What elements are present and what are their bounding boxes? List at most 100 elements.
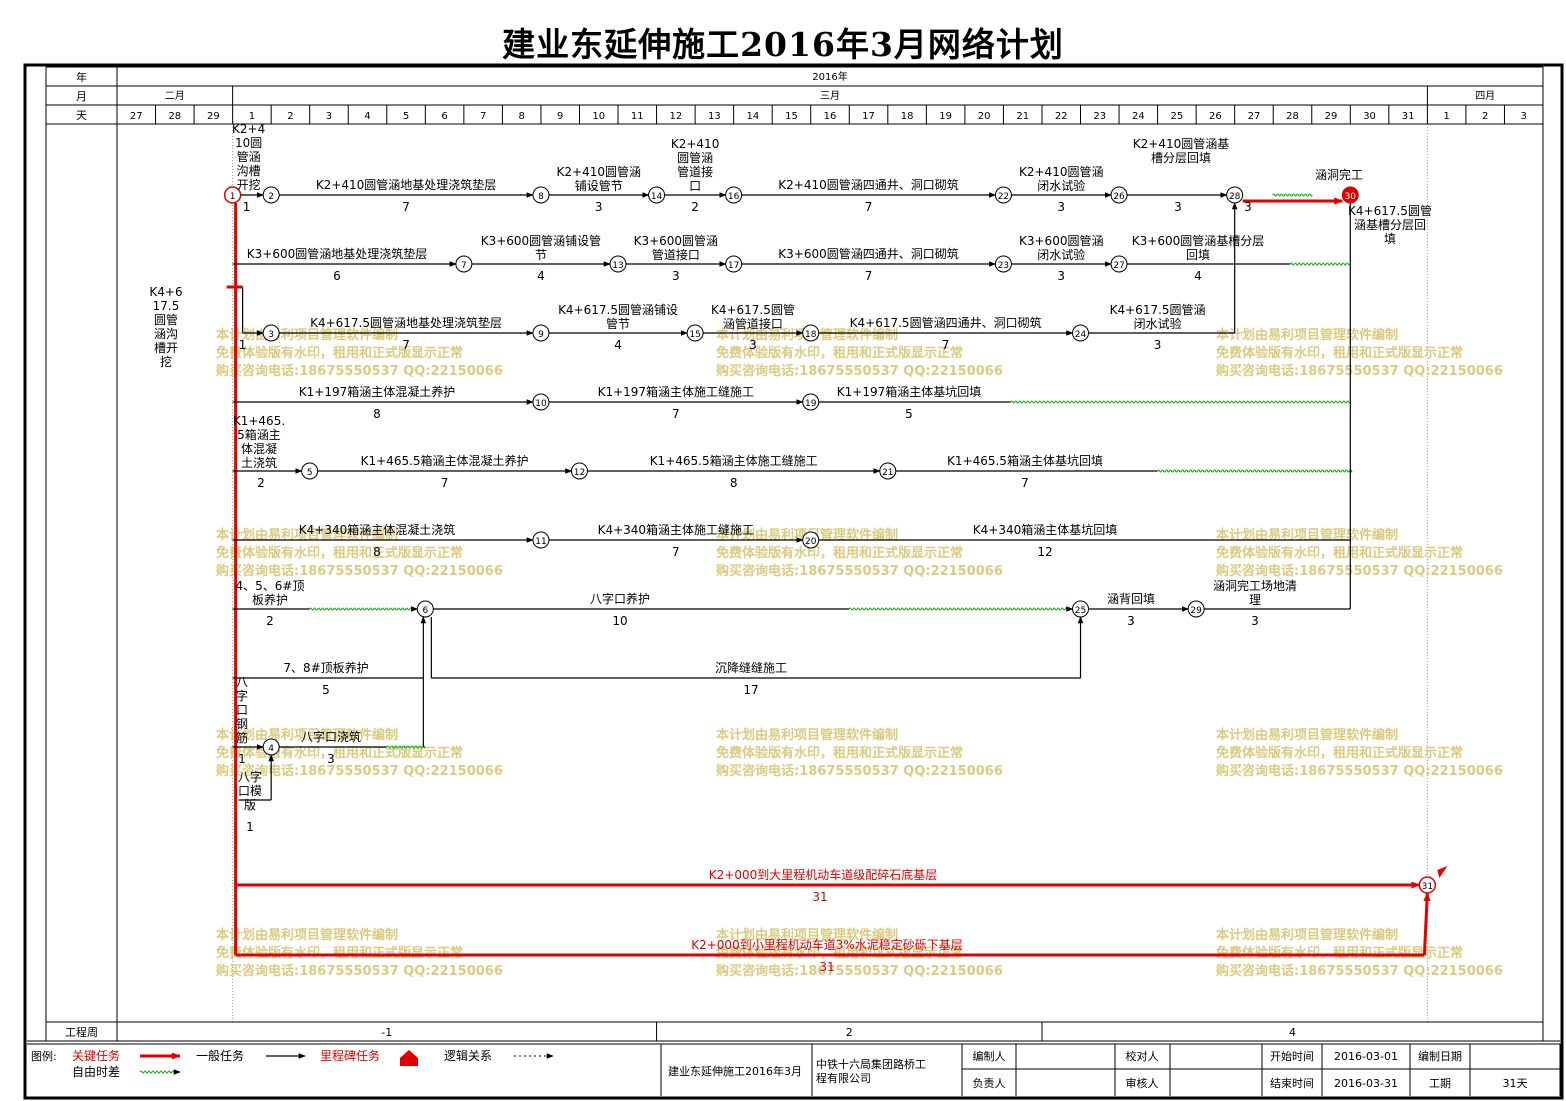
watermark-text: 购买咨询电话:18675550537 QQ:22150066: [716, 563, 1003, 579]
task-node: [802, 324, 820, 342]
watermark-text: 本计划由易利项目管理软件编制: [216, 527, 398, 543]
page-title: 建业东延伸施工2016年3月网络计划: [502, 25, 1064, 64]
task-label: K3+600圆管涵铺设管: [481, 233, 601, 248]
node-id: 11: [535, 537, 546, 547]
node-id: 15: [689, 330, 700, 340]
task-label: K1+465.5箱涵主体施工缝施工: [650, 453, 818, 468]
task-label: K4+617.5圆管涵地基处理浇筑垫层: [310, 315, 502, 330]
task-label: K4+340箱涵主体基坑回填: [973, 522, 1117, 537]
task-label: K1+465.5箱涵主体基坑回填: [947, 453, 1103, 468]
header-day: 14: [747, 111, 760, 122]
task-node: [262, 186, 280, 204]
task-label: 沉降缝缝施工: [715, 660, 787, 675]
header-day: 1: [1443, 111, 1449, 122]
task-duration: 31: [812, 890, 827, 904]
task-label: 7、8#顶板养护: [283, 660, 368, 675]
legend-milestone: 里程碑任务: [320, 1048, 380, 1063]
free-float-line: [848, 607, 1069, 611]
info-start-label: 开始时间: [1270, 1049, 1314, 1063]
header-day: 4: [364, 111, 370, 122]
header-day: 12: [669, 111, 682, 122]
task-duration: 3: [1154, 338, 1162, 352]
node-id: 20: [805, 537, 817, 547]
header-day: 29: [207, 111, 220, 122]
node-id: 3: [268, 330, 274, 340]
task-label: 字: [236, 688, 248, 703]
free-float-line: [1157, 469, 1353, 473]
watermark-text: 购买咨询电话:18675550537 QQ:22150066: [716, 363, 1003, 379]
task-label: 闭水试验: [1134, 316, 1182, 331]
task-duration: 17: [743, 683, 758, 697]
watermark-text: 免费体验版有水印，租用和正式版显示正常: [1216, 945, 1463, 961]
task-label: K2+410圆管涵地基处理浇筑垫层: [316, 177, 496, 192]
node-id: 30: [1345, 192, 1357, 202]
watermark-text: 免费体验版有水印，租用和正式版显示正常: [716, 345, 963, 361]
header-day: 27: [130, 111, 143, 122]
task-duration: 3: [1251, 614, 1259, 628]
task-duration: 3: [749, 338, 757, 352]
task-node: [609, 255, 627, 273]
task-label: 土浇筑: [241, 455, 277, 470]
task-label: K2+410圆管涵基: [1133, 136, 1229, 151]
task-label: K4+617.5圆管涵铺设: [558, 302, 678, 317]
task-node: [1187, 600, 1205, 618]
watermark-text: 购买咨询电话:18675550537 QQ:22150066: [216, 763, 503, 779]
info-end-label: 结束时间: [1270, 1077, 1314, 1090]
chart-frame: [23, 63, 1564, 1100]
task-duration: 8: [373, 545, 381, 559]
week-label: 工程周: [65, 1026, 98, 1039]
task-duration: 5: [322, 683, 330, 697]
task-label: K2+000到大里程机动车道级配碎石底基层: [709, 867, 937, 882]
node-id: 24: [1075, 330, 1087, 340]
task-label: K1+197箱涵主体施工缝施工: [598, 384, 754, 399]
node-id: 31: [1422, 882, 1433, 892]
task-duration: 3: [1244, 200, 1252, 214]
watermark-text: 本计划由易利项目管理软件编制: [1216, 327, 1398, 343]
milestone-flag: [1437, 866, 1448, 878]
task-duration: 7: [942, 338, 950, 352]
task-label: K3+600圆管涵四通井、洞口砌筑: [778, 246, 958, 261]
task-duration: 7: [402, 338, 410, 352]
outer-border: [23, 63, 1564, 1100]
header-day: 21: [1016, 111, 1029, 122]
info-project: 建业东延伸施工2016年3月: [668, 1064, 802, 1078]
header-day: 25: [1170, 111, 1183, 122]
node-id: 25: [1075, 606, 1086, 616]
free-float-line: [1289, 262, 1351, 266]
header-month: 二月: [165, 90, 185, 102]
task-node: [223, 186, 242, 204]
node-id: 9: [538, 330, 544, 340]
week-number: -1: [381, 1026, 392, 1039]
task-label: 八: [236, 675, 248, 689]
watermark-text: 免费体验版有水印，租用和正式版显示正常: [716, 945, 963, 961]
task-label: K1+465.5箱涵主体混凝土养护: [361, 453, 529, 468]
node-id: 2: [268, 192, 274, 202]
header-month: 四月: [1475, 90, 1495, 102]
legend-logic: 逻辑关系: [444, 1049, 492, 1063]
legend-float-line: [139, 1070, 177, 1074]
header-day: 3: [326, 111, 332, 122]
header-day: 27: [1248, 111, 1261, 122]
free-float-line: [1272, 193, 1313, 197]
task-duration: 1: [246, 820, 254, 834]
header-day: 13: [708, 111, 721, 122]
header-day: 17: [862, 111, 875, 122]
task-node: [262, 738, 280, 756]
task-label: K4+6: [149, 285, 182, 299]
node-id: 14: [651, 192, 663, 202]
task-label: 节: [535, 248, 547, 262]
task-label: 口: [236, 703, 248, 717]
node-id: 19: [805, 399, 817, 409]
watermark-text: 购买咨询电话:18675550537 QQ:22150066: [1216, 563, 1503, 579]
info-duration: 31天: [1503, 1077, 1528, 1090]
watermark-text: 购买咨询电话:18675550537 QQ:22150066: [1216, 363, 1503, 379]
header-day: 24: [1132, 111, 1145, 122]
task-duration: 6: [333, 269, 341, 283]
info-company-2: 程有限公司: [816, 1071, 871, 1085]
critical-line: [1422, 892, 1431, 956]
task-label: 填: [1384, 232, 1396, 246]
header-row-label: 年: [76, 70, 87, 84]
watermark-text: 本计划由易利项目管理软件编制: [216, 727, 398, 743]
